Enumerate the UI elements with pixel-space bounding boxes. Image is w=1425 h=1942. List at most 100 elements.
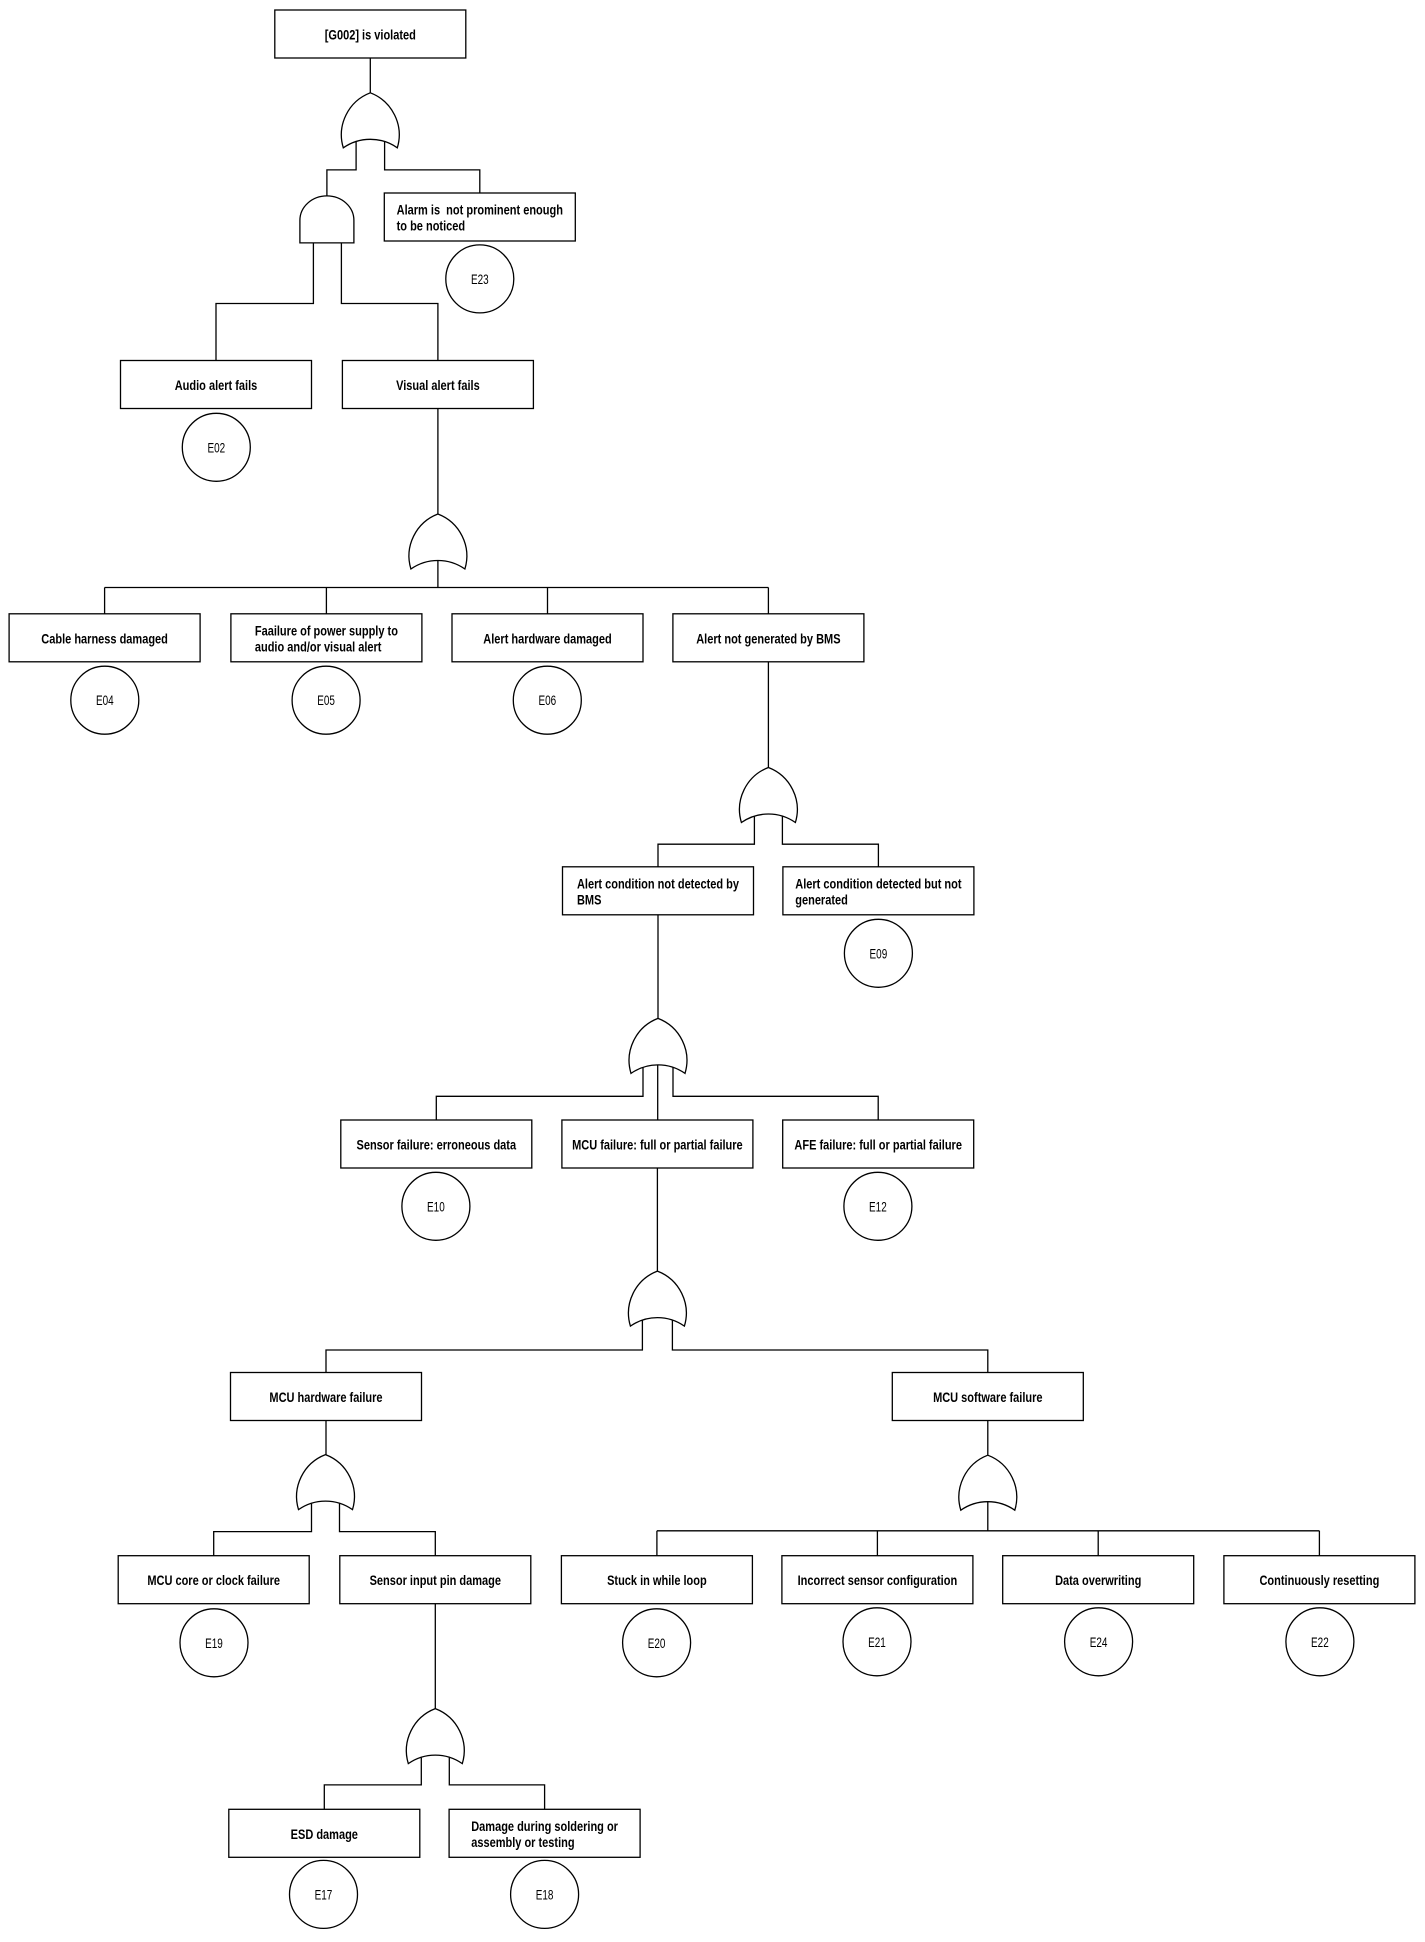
connector-line [213,1503,313,1556]
event-box-visual-alert-fails [341,359,535,410]
connector-line [340,242,439,361]
event-box-label: Alert condition not detected by [577,875,739,891]
connector-line [671,1320,989,1373]
basic-event-circle-e04 [70,665,140,735]
basic-event-circle-e20 [621,1608,692,1678]
basic-event-circle-e18 [509,1859,580,1930]
event-box-label: ESD damage [291,1826,358,1842]
connector-line [448,1757,546,1810]
basic-event-label: E04 [96,692,114,708]
basic-event-label: E19 [205,1635,223,1651]
event-box-label: AFE failure: full or partial failure [794,1137,962,1153]
basic-event-circle-e21 [842,1607,912,1677]
basic-event-circle-e06 [512,665,582,735]
or-gate-visual-alert-icon [408,513,468,571]
event-box-damage-soldering-assembly-testing [448,1808,641,1858]
event-box-incorrect-sensor-configuration [781,1555,974,1605]
connector-line [325,1320,644,1373]
event-box-label: assembly or testing [471,1834,574,1850]
event-box-label: to be noticed [397,218,465,234]
basic-event-label: E09 [870,945,888,961]
event-box-label: Cable harness damaged [41,630,168,646]
basic-event-label: E22 [1311,1634,1329,1650]
event-box-label: Data overwriting [1055,1572,1141,1588]
event-box-label: Sensor failure: erroneous data [356,1137,516,1153]
basic-event-label: E20 [648,1635,666,1651]
or-gate-mcu-failure-icon [627,1270,687,1328]
event-box-g002-violated [274,9,467,59]
event-box-alert-condition-not-detected [561,866,755,916]
event-box-label: Sensor input pin damage [370,1572,502,1588]
event-box-label: MCU software failure [933,1389,1043,1405]
basic-event-circle-e24 [1063,1607,1134,1677]
basic-event-label: E18 [536,1886,554,1902]
or-gate-sensor-pin-icon [405,1707,465,1765]
basic-event-label: E21 [868,1634,886,1650]
event-box-esd-damage [228,1808,421,1858]
basic-event-label: E17 [315,1886,333,1902]
basic-event-circle-e09 [843,918,914,988]
connector-line [435,1067,644,1120]
event-box-sensor-input-pin-damage [339,1555,532,1605]
or-gate-condition-not-detected-icon [628,1017,688,1075]
basic-event-circle-e17 [288,1859,359,1930]
connector-line [215,242,315,361]
basic-event-label: E10 [427,1198,445,1214]
event-box-audio-alert-fails [119,359,313,410]
event-box-label: Continuously resetting [1259,1572,1379,1588]
event-box-label: MCU hardware failure [269,1389,382,1405]
basic-event-circle-e19 [179,1608,249,1678]
basic-event-circle-e05 [291,665,361,735]
event-box-alert-condition-detected-not-generated [782,866,975,916]
basic-event-label: E05 [317,692,335,708]
basic-event-circle-e02 [181,412,251,482]
basic-event-circle-e23 [445,244,515,314]
event-box-alert-hardware-damaged [451,613,644,663]
event-box-stuck-in-while-loop [560,1555,754,1605]
event-box-label: MCU failure: full or partial failure [572,1137,743,1153]
or-gate-mcu-software-icon [958,1454,1018,1512]
connector-line [672,1067,879,1120]
event-box-mcu-failure-full-partial [561,1119,754,1169]
event-box-sensor-failure-erroneous-data [340,1119,533,1169]
event-box-label: Incorrect sensor configuration [798,1572,958,1588]
event-box-label: Alert not generated by BMS [696,630,840,646]
event-box-continuously-resetting [1223,1555,1416,1605]
event-box-label: Alarm is not prominent enough [397,202,563,218]
event-box-alarm-not-prominent [383,192,576,242]
event-box-label: Faailure of power supply to [255,622,398,638]
connector-line [338,1503,436,1556]
event-box-label: BMS [577,891,601,907]
connector-line [383,141,481,193]
event-box-label: Visual alert fails [396,377,480,393]
basic-event-label: E02 [207,439,225,455]
event-box-label: [G002] is violated [325,27,416,43]
event-box-label: Audio alert fails [175,377,258,393]
event-box-label: Alert condition detected but not [795,875,962,891]
or-gate-alert-not-generated-icon [738,766,798,824]
event-box-power-supply-failure [230,613,423,663]
event-box-label: Stuck in while loop [607,1572,707,1588]
event-box-mcu-software-failure [891,1371,1084,1422]
basic-event-label: E12 [869,1198,887,1214]
event-box-mcu-hardware-failure [229,1371,423,1422]
event-box-alert-not-generated-by-bms [672,613,865,663]
and-gate-alerts-icon [299,195,355,244]
connector-line [781,816,880,867]
event-box-label: Damage during soldering or [471,1818,618,1834]
connector-line [326,141,357,196]
basic-event-label: E24 [1090,1634,1108,1650]
or-gate-top-icon [340,92,400,149]
connector-line [657,816,756,867]
basic-event-label: E23 [471,271,489,287]
event-box-mcu-core-or-clock-failure [117,1555,310,1605]
event-box-afe-failure-full-partial [782,1119,975,1169]
event-box-label: generated [795,891,848,907]
basic-event-circle-e10 [401,1171,471,1241]
basic-event-circle-e12 [843,1171,913,1241]
connector-line [323,1757,422,1810]
or-gate-mcu-hardware-icon [296,1453,355,1511]
event-box-label: audio and/or visual alert [255,638,382,654]
